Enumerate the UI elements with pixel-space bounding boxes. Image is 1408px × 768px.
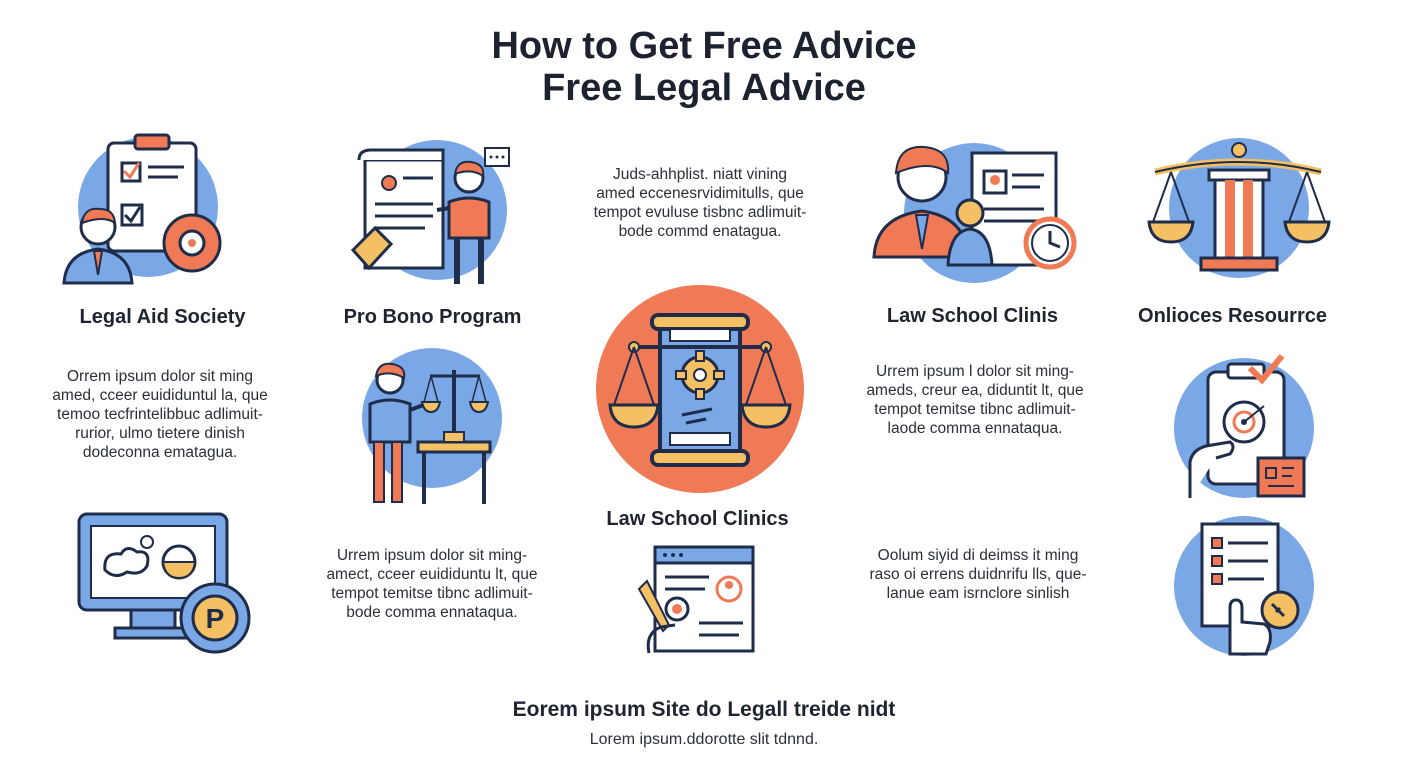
- paragraph-legal-aid: Orrem ipsum dolor sit ming amed, cceer e…: [20, 367, 300, 462]
- label-legal-aid: Legal Aid Society: [79, 306, 246, 328]
- text-line: Juds-ahhplist. niatt vining: [612, 166, 788, 183]
- svg-text:P: P: [206, 603, 225, 634]
- text-line: temoo tecfrintelibbuc adlimuit-: [57, 406, 263, 423]
- paragraph-pro-bono: Urrem ipsum dolor sit ming- amect, cceer…: [292, 546, 572, 622]
- text-line: amect, cceer euididuntu lt, que: [326, 566, 538, 583]
- checklist-hand-key-icon: [1174, 516, 1314, 656]
- text-line: Urrem ipsum l dolor sit ming-: [875, 363, 1075, 380]
- label-law-school-clinics: Law School Clinics: [606, 508, 789, 530]
- paragraph-online-resource: Oolum siyid di deimss it ming raso oi er…: [838, 546, 1118, 603]
- hand-target-document-icon: [1174, 354, 1314, 498]
- text-line: bode commd enatagua.: [618, 223, 782, 240]
- page-title-line1: How to Get Free Advice: [491, 25, 917, 67]
- person-scales-table-icon: [362, 348, 502, 504]
- checklist-gear-person-icon: [62, 133, 222, 285]
- text-line: laode comma ennataqua.: [887, 420, 1063, 437]
- text-line: ameds, creur ea, diduntit lt, que: [866, 382, 1084, 399]
- text-line: amed, cceer euididuntul la, que: [52, 387, 268, 404]
- paragraph-top-center: Juds-ahhplist. niatt vining amed eccenes…: [560, 165, 840, 241]
- text-line: tempot evuluse tisbnc adlimuit-: [593, 204, 807, 221]
- label-online-resource: Onlioces Resourrce: [1138, 305, 1327, 327]
- scales-pillar-icon: [1147, 138, 1331, 278]
- text-line: Orrem ipsum dolor sit ming: [66, 368, 254, 385]
- page-title-line2: Free Legal Advice: [542, 67, 866, 109]
- text-line: tempot temitse tibnc adlimuit-: [331, 585, 533, 602]
- text-line: rurior, ulmo tietere dinish: [75, 425, 245, 442]
- footer-subtext: Lorem ipsum.ddorotte slit tdnnd.: [589, 731, 819, 748]
- text-line: lanue eam isrnclore sinlish: [886, 585, 1070, 602]
- document-person-chat-icon: [350, 140, 510, 284]
- label-law-school: Law School Clinis: [886, 305, 1059, 327]
- paragraph-law-school: Urrem ipsum l dolor sit ming- ameds, cre…: [835, 362, 1115, 438]
- person-certificate-clock-icon: [872, 143, 1077, 283]
- scales-gear-scroll-icon: [596, 285, 804, 493]
- text-line: dodeconna ematagua.: [82, 444, 238, 461]
- text-line: Oolum siyid di deimss it ming: [877, 547, 1079, 564]
- label-pro-bono: Pro Bono Program: [343, 306, 522, 328]
- text-line: tempot temitse tibnc adlimuit-: [874, 401, 1076, 418]
- text-line: Urrem ipsum dolor sit ming-: [336, 547, 528, 564]
- footer-heading: Eorem ipsum Site do Legall treide nidt: [512, 698, 896, 721]
- text-line: amed eccenesrvidimitulls, que: [596, 185, 804, 202]
- text-line: raso oi errens duidnrifu lls, que-: [869, 566, 1087, 583]
- computer-gear-icon: P: [77, 512, 251, 654]
- text-line: bode comma ennataqua.: [346, 604, 518, 621]
- browser-document-pen-icon: [637, 545, 755, 654]
